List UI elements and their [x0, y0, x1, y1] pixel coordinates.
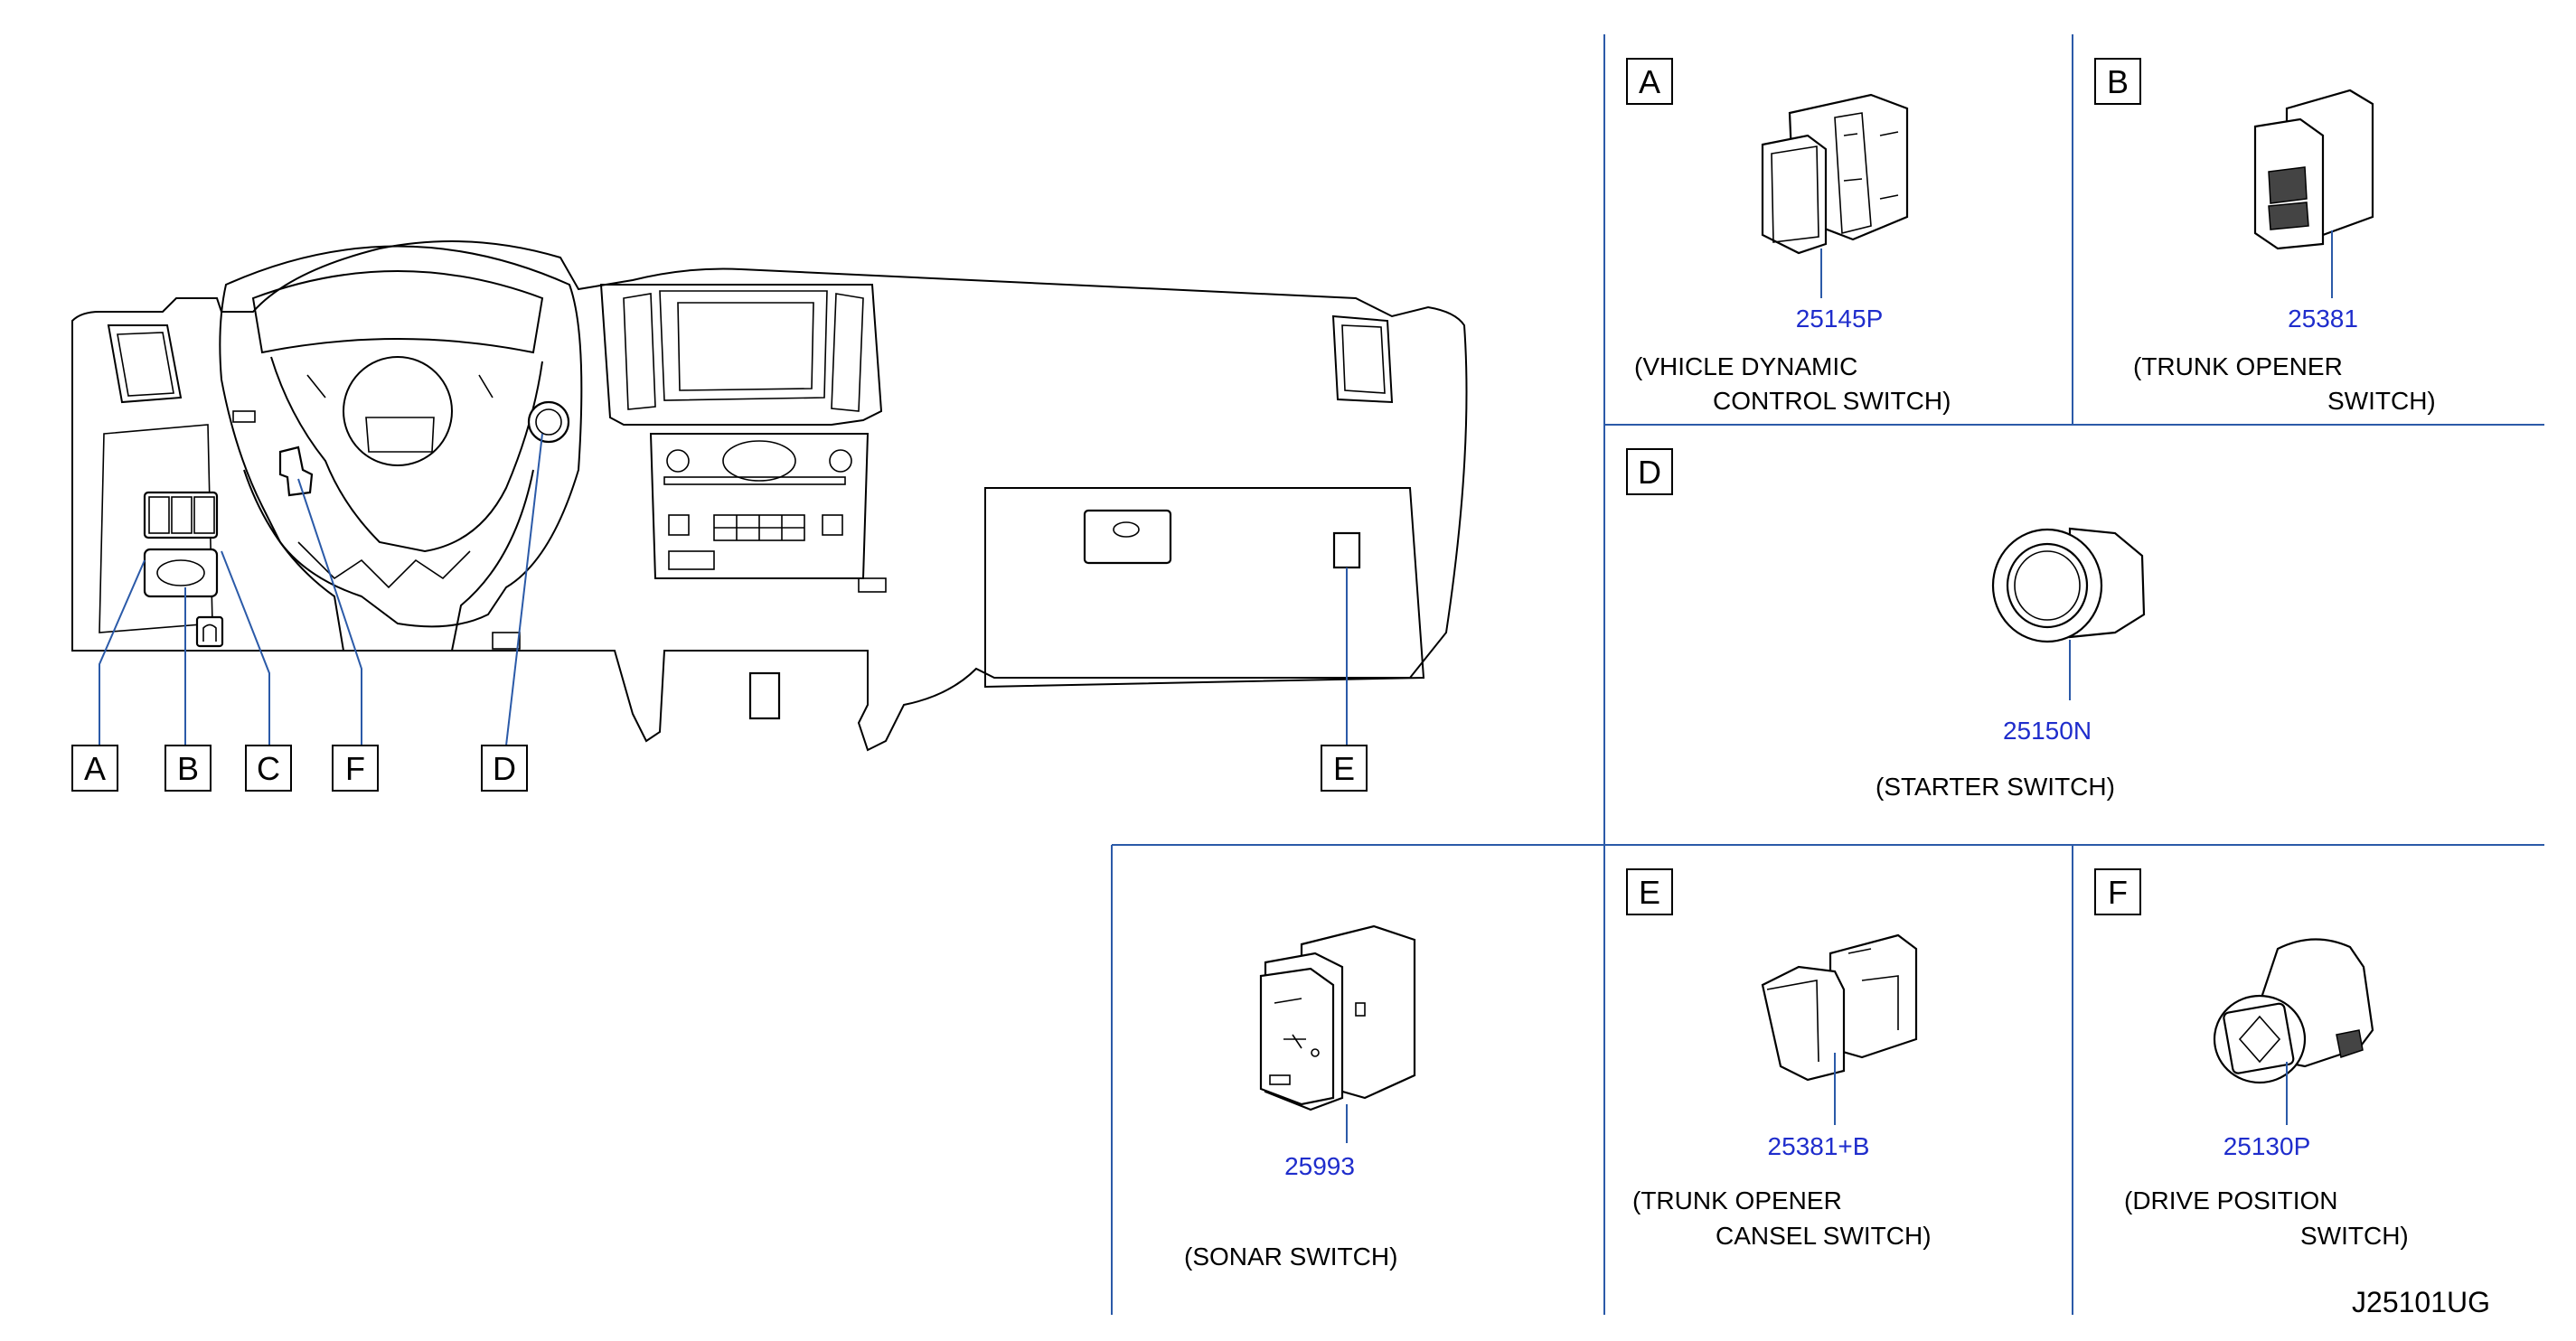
starter-switch-drawing: [1991, 527, 2146, 643]
svg-text:E: E: [1333, 750, 1355, 787]
dashboard-illustration: [71, 240, 1468, 752]
diagram-code: J25101UG: [2352, 1286, 2490, 1318]
panel-sonar: 25993 (SONAR SWITCH): [1184, 924, 1416, 1271]
sonar-switch-drawing: [1259, 924, 1416, 1111]
callout-f: F: [332, 745, 379, 792]
part-number-25150n: 25150N: [2003, 717, 2092, 745]
panel-e: E 25381+B (TRUNK OPENER CANSEL SWITCH): [1626, 868, 1932, 1250]
overview-leader-lines: [99, 433, 1348, 746]
panel-a: A 25145P (VHICLE DYNAMIC CONTROL SWITCH): [1626, 58, 1951, 415]
part-number-25145p: 25145P: [1796, 305, 1884, 333]
panel-b-letter: B: [2107, 63, 2129, 100]
part-name-line1: (STARTER SWITCH): [1876, 773, 2115, 801]
callout-c: C: [245, 745, 292, 792]
panel-grid: [1111, 34, 2544, 1315]
svg-text:D: D: [493, 750, 516, 787]
part-number-25993: 25993: [1284, 1152, 1355, 1180]
part-number-25130p: 25130P: [2223, 1132, 2311, 1160]
part-name-line1: (SONAR SWITCH): [1184, 1243, 1397, 1271]
part-name-line1: (TRUNK OPENER: [2133, 352, 2343, 380]
trunk-opener-switch-drawing: [2253, 89, 2374, 250]
part-name-line2: CONTROL SWITCH): [1713, 387, 1951, 415]
vehicle-dynamic-control-switch-drawing: [1761, 93, 1909, 255]
svg-text:B: B: [177, 750, 199, 787]
panel-d-letter: D: [1638, 454, 1661, 491]
callout-e: E: [1321, 745, 1368, 792]
part-name-line2: SWITCH): [2300, 1222, 2409, 1250]
svg-text:F: F: [345, 750, 365, 787]
panel-f-letter: F: [2108, 874, 2128, 911]
drive-position-switch-drawing: [2213, 938, 2374, 1084]
part-name-line2: CANSEL SWITCH): [1716, 1222, 1932, 1250]
overview-callouts: A B C F D E: [71, 745, 1368, 792]
part-number-25381b: 25381+B: [1768, 1132, 1870, 1160]
panel-b: B 25381 (TRUNK OPENER SWITCH): [2094, 58, 2436, 415]
panel-d: D 25150N (STARTER SWITCH): [1626, 448, 2146, 801]
part-name-line1: (VHICLE DYNAMIC: [1634, 352, 1857, 380]
callout-b: B: [165, 745, 212, 792]
part-name-line1: (TRUNK OPENER: [1632, 1186, 1842, 1214]
panel-f: F 25130P (DRIVE POSITION SWITCH): [2094, 868, 2409, 1250]
callout-d: D: [481, 745, 528, 792]
svg-text:C: C: [257, 750, 280, 787]
svg-text:A: A: [84, 750, 106, 787]
trunk-opener-cancel-switch-drawing: [1761, 933, 1918, 1082]
part-name-line1: (DRIVE POSITION: [2124, 1186, 2337, 1214]
panel-e-letter: E: [1639, 874, 1660, 911]
part-number-25381: 25381: [2288, 305, 2358, 333]
part-name-line2: SWITCH): [2327, 387, 2436, 415]
panel-a-letter: A: [1639, 63, 1660, 100]
callout-a: A: [71, 745, 118, 792]
